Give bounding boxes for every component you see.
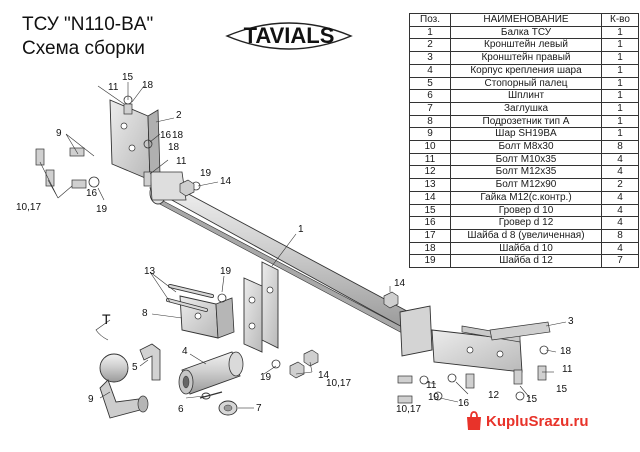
callout-12: 12 — [488, 390, 500, 401]
callout-10-17-right: 10,17 — [396, 404, 421, 415]
callout-19-bolts: 19 — [96, 204, 108, 215]
callout-16-right: 16 — [458, 398, 470, 409]
brand-logo-text: TAVIALS — [244, 23, 335, 48]
callout-7: 7 — [256, 403, 262, 414]
callout-8: 8 — [142, 308, 148, 319]
callout-15-right: 15 — [526, 394, 538, 405]
callout-9-bolts: 9 — [56, 128, 62, 139]
right-bracket — [399, 305, 551, 373]
stop-pin — [139, 343, 161, 381]
callout-10-17-center: 10,17 — [326, 378, 351, 389]
callout-18-mid: 18 — [172, 130, 184, 141]
parts-table-header: Поз. НАИМЕНОВАНИЕ К-во — [409, 13, 639, 27]
callout-13: 13 — [144, 266, 156, 277]
callout-15-top: 15 — [122, 72, 134, 83]
callout-16-bolts: 16 — [86, 188, 98, 199]
cotter-pin — [199, 391, 223, 400]
callout-15-low: 15 — [556, 384, 568, 395]
callout-11-right: 11 — [562, 364, 573, 375]
callout-18-top: 18 — [142, 80, 154, 91]
callout-19-bottom: 19 — [260, 372, 272, 383]
row-num: 19 — [409, 254, 451, 269]
ball-housing — [178, 351, 244, 395]
row-qty: 7 — [601, 254, 639, 269]
brand-logo: TAVIALS — [225, 22, 353, 50]
callout-2: 2 — [176, 110, 182, 121]
callout-6: 6 — [178, 404, 184, 415]
long-bolts — [166, 284, 214, 312]
callout-9-ball: 9 — [88, 394, 94, 405]
callout-5: 5 — [132, 362, 138, 373]
callout-labels: 1 2 3 4 5 6 7 8 9 9 10,17 10,17 10,17 11… — [16, 72, 574, 415]
callout-3: 3 — [568, 316, 574, 327]
watermark-text: KupluSrazu.ru — [486, 413, 589, 430]
shopping-bag-icon — [467, 411, 481, 430]
diagram-title: ТСУ "N110-BA" — [22, 14, 154, 35]
hardware-fasteners — [35, 95, 549, 404]
plug-cap — [218, 400, 238, 416]
header-qty: К-во — [601, 13, 639, 27]
leader-lines — [39, 82, 567, 409]
callout-16-left: 16 — [160, 130, 172, 141]
callout-10-17-left: 10,17 — [16, 202, 41, 213]
callout-11-mid: 11 — [176, 156, 187, 167]
callout-18-lower: 18 — [168, 142, 180, 153]
callout-14-left: 14 — [220, 176, 232, 187]
callout-18-right: 18 — [560, 346, 572, 357]
callout-4: 4 — [182, 346, 188, 357]
diagram-subtitle: Схема сборки — [22, 38, 145, 59]
callout-19-left: 19 — [200, 168, 212, 179]
callout-1: 1 — [298, 224, 304, 235]
callout-14-center: 14 — [318, 370, 330, 381]
callout-t: T — [102, 311, 111, 327]
callout-11-low: 11 — [426, 380, 437, 391]
callout-11-top: 11 — [108, 82, 119, 93]
socket-plate — [179, 295, 235, 339]
center-mount-plates — [243, 261, 279, 353]
tow-ball — [99, 353, 149, 419]
left-bracket — [109, 99, 187, 201]
callout-14-right: 14 — [394, 278, 406, 289]
callout-19-center: 19 — [220, 266, 232, 277]
callout-19-right: 19 — [428, 392, 440, 403]
